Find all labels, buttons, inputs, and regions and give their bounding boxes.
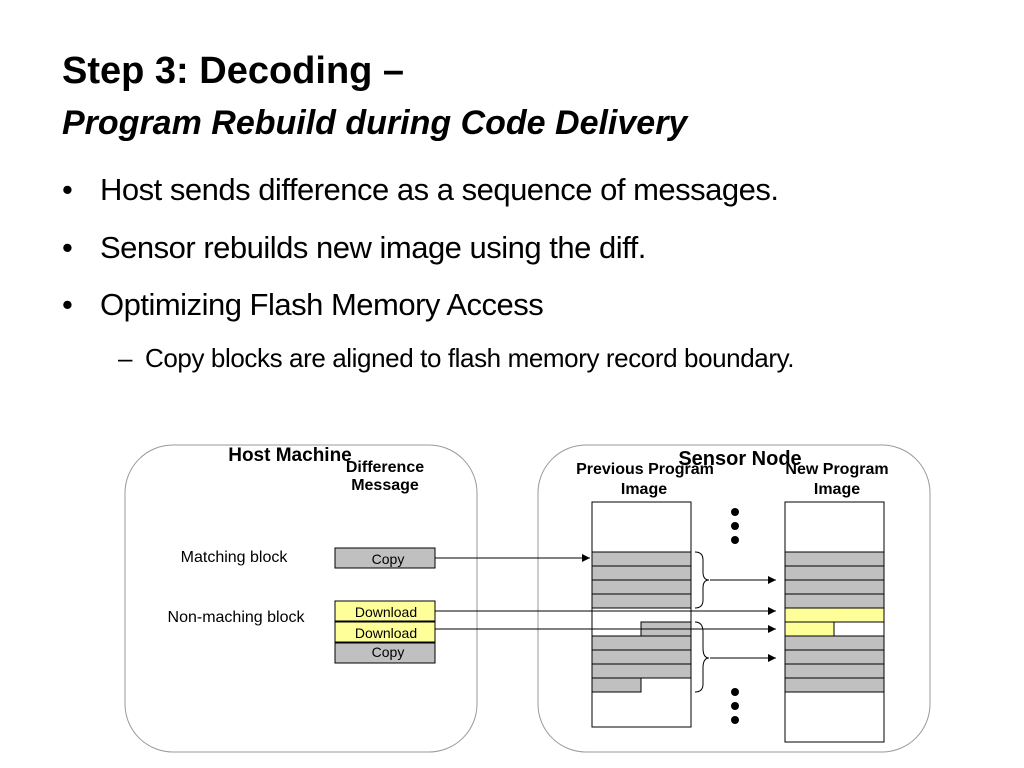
bullet-item: • Sensor rebuilds new image using the dif… bbox=[62, 230, 646, 266]
bullet-text: Optimizing Flash Memory Access bbox=[100, 287, 544, 322]
sub-bullet-marker: – bbox=[118, 343, 133, 373]
message-download-2: Download bbox=[334, 621, 436, 643]
message-header-line2: Message bbox=[351, 477, 419, 494]
ellipsis-dots-top bbox=[731, 508, 739, 544]
previous-copy-records-2 bbox=[591, 635, 692, 679]
new-copy-records-2 bbox=[784, 635, 885, 693]
sensor-node-title: Sensor Node bbox=[678, 448, 801, 470]
message-copy-1-label: Copy bbox=[372, 551, 405, 567]
bullet-text: Host sends difference as a sequence of m… bbox=[100, 172, 779, 207]
ellipsis-dots-bottom bbox=[731, 688, 739, 724]
sensor-node-panel bbox=[537, 444, 931, 753]
message-copy-1: Copy bbox=[334, 547, 436, 569]
message-header-line1: Difference bbox=[346, 459, 424, 476]
new-download-record-2 bbox=[784, 621, 835, 637]
previous-image-header-line2: Image bbox=[621, 481, 667, 498]
slide-subtitle: Program Rebuild during Code Delivery bbox=[62, 104, 688, 142]
message-copy-2-label: Copy bbox=[372, 644, 405, 660]
message-download-1: Download bbox=[334, 600, 436, 622]
previous-copy-records-1 bbox=[591, 551, 692, 609]
sub-bullet-text: Copy blocks are aligned to flash memory … bbox=[145, 343, 795, 373]
bullet-marker: • bbox=[62, 287, 73, 322]
previous-image-header-line1: Previous Program bbox=[576, 461, 714, 478]
message-download-2-label: Download bbox=[355, 625, 417, 641]
bullet-item: • Host sends difference as a sequence of … bbox=[62, 172, 779, 208]
message-copy-2: Copy bbox=[334, 642, 436, 664]
brace-copy-2 bbox=[694, 621, 710, 693]
previous-partial-record-tail bbox=[591, 677, 642, 693]
brace-copy-1 bbox=[694, 551, 710, 609]
new-program-image bbox=[784, 501, 885, 743]
host-machine-title: Host Machine bbox=[228, 445, 352, 466]
new-image-header-line1: New Program bbox=[785, 461, 888, 478]
host-machine-panel bbox=[124, 444, 478, 753]
new-copy-records-1 bbox=[784, 551, 885, 609]
bullet-marker: • bbox=[62, 230, 73, 265]
nonmatching-block-label: Non-maching block bbox=[168, 609, 306, 626]
bullet-item: • Optimizing Flash Memory Access bbox=[62, 287, 544, 323]
bullet-text: Sensor rebuilds new image using the diff… bbox=[100, 230, 646, 265]
matching-block-label: Matching block bbox=[181, 549, 289, 566]
new-download-record-1 bbox=[784, 607, 885, 623]
message-download-1-label: Download bbox=[355, 604, 417, 620]
bullet-marker: • bbox=[62, 172, 73, 207]
sub-bullet-item: –Copy blocks are aligned to flash memory… bbox=[118, 342, 795, 374]
previous-program-image bbox=[591, 501, 692, 728]
slide-title: Step 3: Decoding – bbox=[62, 50, 405, 92]
previous-image-frame bbox=[591, 501, 692, 728]
new-image-header-line2: Image bbox=[814, 481, 860, 498]
